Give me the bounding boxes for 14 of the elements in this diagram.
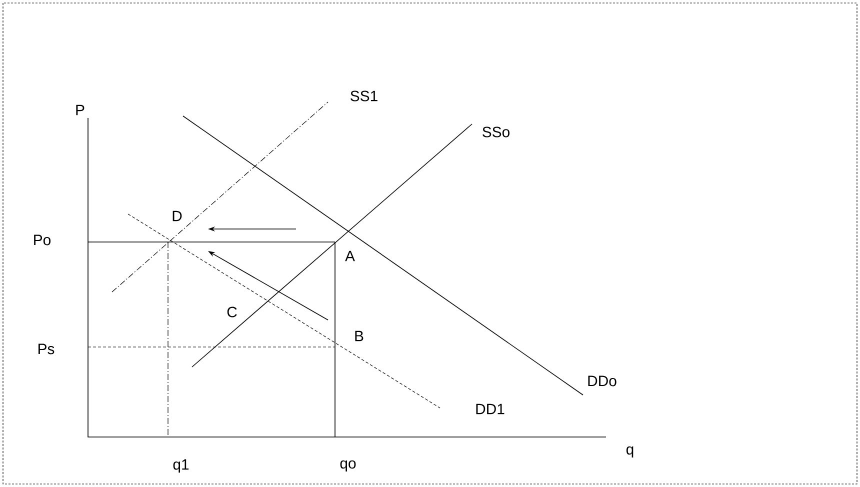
quantity-label: qo xyxy=(340,460,356,472)
point-label: D xyxy=(172,210,182,222)
point-label: A xyxy=(345,250,355,262)
curve-label: SSo xyxy=(482,126,510,138)
price-label: Ps xyxy=(38,344,54,354)
point-label: C xyxy=(227,306,237,318)
curve-label: DDo xyxy=(588,376,616,386)
curve-label: DD1 xyxy=(476,404,504,414)
price-label: Po xyxy=(34,234,51,246)
curve-label: SS1 xyxy=(350,90,378,102)
axis-label: q xyxy=(626,446,634,458)
axis-label: P xyxy=(76,104,84,116)
point-label: B xyxy=(355,330,364,342)
quantity-label: q1 xyxy=(173,459,189,473)
